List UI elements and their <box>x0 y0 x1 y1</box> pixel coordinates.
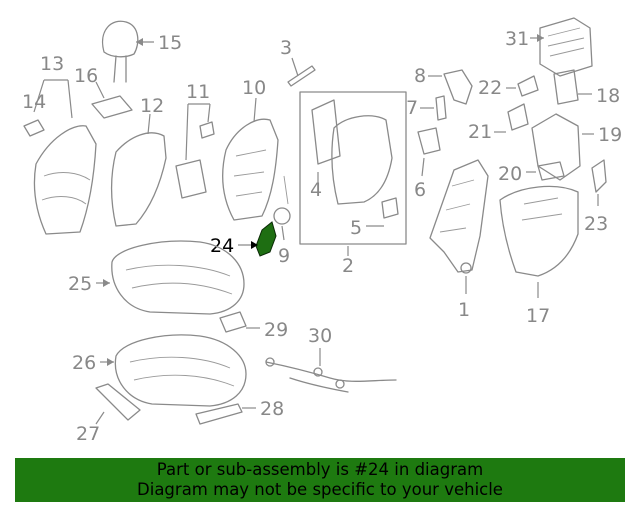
part-15-headrest: 15 <box>101 20 182 83</box>
callout-7: 7 <box>406 97 418 119</box>
callout-12: 12 <box>140 95 164 117</box>
callout-6: 6 <box>414 179 426 201</box>
part-18-23-right-components: 22 18 21 19 20 23 <box>468 69 622 235</box>
callout-3: 3 <box>280 37 292 59</box>
info-banner: Part or sub-assembly is #24 in diagram D… <box>15 458 625 502</box>
callout-16: 16 <box>74 65 98 87</box>
callout-30: 30 <box>308 325 332 347</box>
callout-8: 8 <box>414 65 426 87</box>
part-29-bracket: 29 <box>219 311 288 341</box>
part-24-highlighted: 24 <box>210 221 277 257</box>
callout-28: 28 <box>260 398 284 420</box>
part-1-side-frame: 1 <box>429 159 489 321</box>
callout-13: 13 <box>40 53 64 75</box>
part-10-back-frame: 10 <box>222 77 279 221</box>
callout-17: 17 <box>526 305 550 327</box>
part-26-cushion: 26 <box>72 334 247 407</box>
callout-19: 19 <box>598 124 622 146</box>
part-3-trim-strip: 3 <box>280 37 316 87</box>
callout-9: 9 <box>278 245 290 267</box>
callout-5: 5 <box>350 217 362 239</box>
part-27-trim: 27 <box>76 383 141 445</box>
callout-27: 27 <box>76 423 100 445</box>
banner-line-2: Diagram may not be specific to your vehi… <box>137 480 503 499</box>
callout-29: 29 <box>264 319 288 341</box>
callout-31: 31 <box>505 28 529 50</box>
callout-4: 4 <box>310 179 322 201</box>
part-28-rail: 28 <box>195 398 284 425</box>
part-9-knob: 9 <box>273 175 291 267</box>
callout-24: 24 <box>210 235 234 257</box>
callout-21: 21 <box>468 121 492 143</box>
callout-23: 23 <box>584 213 608 235</box>
part-30-wiring-harness: 30 <box>265 325 397 393</box>
callout-1: 1 <box>458 299 470 321</box>
callout-26: 26 <box>72 352 96 374</box>
callout-11: 11 <box>186 81 210 103</box>
callout-10: 10 <box>242 77 266 99</box>
part-13-backrest-cover: 13 14 <box>22 53 97 235</box>
part-31-module: 31 <box>505 17 593 77</box>
callout-2: 2 <box>342 255 354 277</box>
callout-18: 18 <box>596 85 620 107</box>
part-17-back-shell: 17 <box>499 185 579 327</box>
callout-20: 20 <box>498 163 522 185</box>
callout-25: 25 <box>68 273 92 295</box>
callout-22: 22 <box>478 77 502 99</box>
callout-14: 14 <box>22 91 46 113</box>
part-2-group-box: 4 5 2 <box>299 91 407 277</box>
banner-line-1: Part or sub-assembly is #24 in diagram <box>156 460 484 479</box>
part-11-lumbar: 11 <box>175 81 215 199</box>
part-12-back-panel: 12 <box>110 95 167 227</box>
part-25-cushion-cover: 25 <box>68 240 245 315</box>
part-16-bracket: 16 <box>74 65 133 119</box>
part-6-7-8-hardware: 8 7 6 <box>406 65 473 201</box>
callout-15: 15 <box>158 32 182 54</box>
